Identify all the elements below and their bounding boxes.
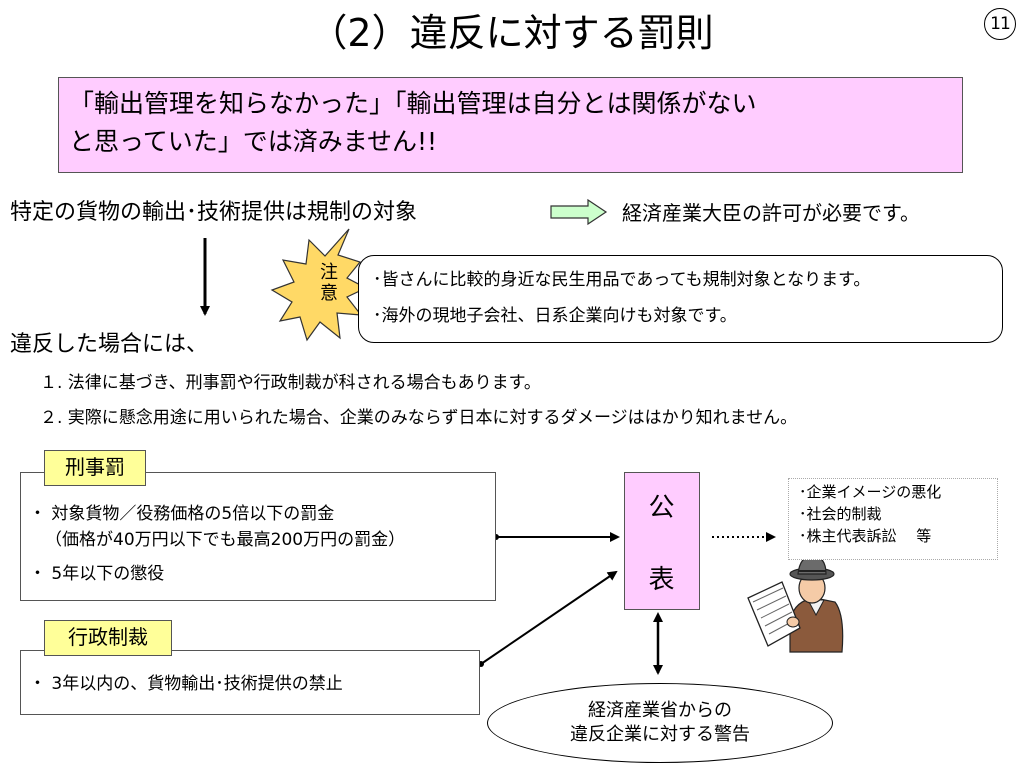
publication-char: 表 (648, 565, 675, 595)
warning-line-2: と思っていた」では済みません!! (69, 127, 438, 156)
attention-burst-icon (270, 228, 368, 342)
criminal-penalty-item: ・ 5年以下の懲役 (29, 564, 165, 584)
criminal-penalty-note: （価格が40万円以下でも最高200万円の罰金） (45, 530, 406, 550)
note-item: ･皆さんに比較的身近な民生用品であっても規制対象となります。 (373, 270, 871, 290)
slide-number-badge: 11 (984, 8, 1016, 40)
right-block-arrow-icon (550, 198, 608, 226)
warning-line-1: 「輸出管理を知らなかった」「輸出管理は自分とは関係がない (69, 89, 757, 118)
meti-warning-ellipse: 経済産業省からの 違反企業に対する警告 (487, 683, 833, 763)
admin-sanction-box: ・ 3年以内の、貨物輸出･技術提供の禁止 (20, 650, 480, 715)
violation-heading: 違反した場合には、 (10, 332, 209, 357)
attention-label-char: 意 (320, 283, 338, 304)
permit-required-text: 経済産業大臣の許可が必要です。 (622, 201, 920, 225)
attention-label: 注意 (304, 262, 354, 304)
publication-box: 公 表 (624, 472, 700, 610)
attention-label-char: 注 (320, 262, 338, 283)
admin-to-publish-arrow (480, 570, 618, 665)
effect-item: ･社会的制裁 (799, 505, 882, 523)
regulation-subject-text: 特定の貨物の輸出･技術提供は規制の対象 (10, 200, 418, 225)
meti-warning-line: 経済産業省からの (588, 700, 732, 721)
meti-warning-line: 違反企業に対する警告 (570, 724, 750, 745)
consequence-item: １. 法律に基づき、刑事罰や行政制裁が科される場合もあります。 (40, 373, 541, 393)
consequence-item: ２. 実際に懸念用途に用いられた場合、企業のみならず日本に対するダメージははかり… (40, 408, 798, 428)
newspaper-reader-icon (747, 555, 844, 653)
effect-item: ･株主代表訴訟 等 (799, 527, 932, 545)
admin-sanction-tag: 行政制裁 (44, 620, 172, 656)
criminal-penalty-tag: 刑事罰 (44, 450, 146, 486)
note-box: ･皆さんに比較的身近な民生用品であっても規制対象となります。 ･海外の現地子会社… (358, 255, 1003, 343)
page-title: （2）違反に対する罰則 (309, 11, 714, 55)
admin-sanction-item: ・ 3年以内の、貨物輸出･技術提供の禁止 (29, 674, 343, 694)
warning-box: 「輸出管理を知らなかった」「輸出管理は自分とは関係がない と思っていた」では済み… (58, 77, 963, 173)
publication-effects-box: ･企業イメージの悪化 ･社会的制裁 ･株主代表訴訟 等 (788, 478, 998, 560)
note-item: ･海外の現地子会社、日系企業向けも対象です。 (373, 306, 737, 326)
criminal-penalty-box: ・ 対象貨物／役務価格の5倍以下の罰金 （価格が40万円以下でも最高200万円の… (20, 472, 496, 601)
criminal-penalty-item: ・ 対象貨物／役務価格の5倍以下の罰金 (29, 504, 335, 524)
effect-item: ･企業イメージの悪化 (799, 483, 942, 501)
publication-char: 公 (648, 493, 675, 523)
